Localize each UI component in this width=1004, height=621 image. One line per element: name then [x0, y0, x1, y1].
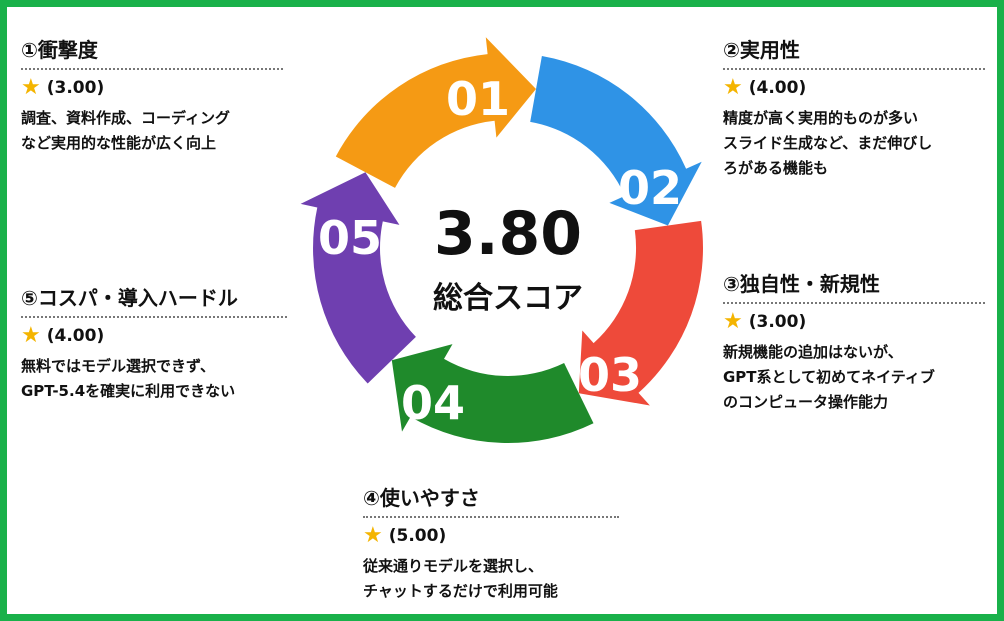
criterion-title: ②実用性 — [723, 37, 985, 70]
star-icon: ★ — [21, 323, 41, 348]
cycle-arrow-01 — [335, 37, 536, 188]
cycle-arrow-02 — [530, 56, 702, 226]
overall-score-label: 総合スコア — [433, 281, 583, 316]
cycle-number-02: 02 — [618, 161, 682, 215]
star-icon: ★ — [723, 75, 743, 100]
rating-value: (3.00) — [748, 312, 807, 332]
criterion-title: ③独自性・新規性 — [723, 271, 985, 304]
star-icon: ★ — [363, 523, 383, 548]
cycle-number-03: 03 — [578, 348, 642, 402]
criterion-practicality: ②実用性 ★ (4.00) 精度が高く実用的ものが多い スライド生成など、まだ伸… — [723, 37, 985, 181]
criterion-description: 調査、資料作成、コーディング など実用的な性能が広く向上 — [21, 109, 230, 152]
rating-value: (5.00) — [388, 526, 447, 546]
criterion-originality: ③独自性・新規性 ★ (3.00) 新規機能の追加はないが、 GPT系として初め… — [723, 271, 985, 415]
cycle-diagram: 01 02 03 04 05 — [300, 37, 703, 444]
cycle-number-01: 01 — [446, 72, 510, 126]
criterion-title: ①衝撃度 — [21, 37, 283, 70]
rating-value: (3.00) — [46, 78, 105, 98]
criterion-title: ④使いやすさ — [363, 485, 619, 518]
criterion-description: 無料ではモデル選択できず、 GPT-5.4を確実に利用できない — [21, 357, 236, 400]
criterion-cost-barrier: ⑤コスパ・導入ハードル ★ (4.00) 無料ではモデル選択できず、 GPT-5… — [21, 285, 287, 404]
criterion-title: ⑤コスパ・導入ハードル — [21, 285, 287, 318]
rating-value: (4.00) — [46, 326, 105, 346]
rating-value: (4.00) — [748, 78, 807, 98]
cycle-arrow-03 — [578, 220, 703, 406]
cycle-arrow-04 — [391, 344, 594, 444]
star-icon: ★ — [21, 75, 41, 100]
criterion-rating: ★ (3.00) — [21, 76, 283, 100]
criterion-rating: ★ (4.00) — [21, 324, 287, 348]
criterion-rating: ★ (3.00) — [723, 310, 985, 334]
cycle-arrow-05 — [300, 172, 416, 384]
cycle-number-05: 05 — [318, 211, 382, 265]
criterion-description: 従来通りモデルを選択し、 チャットするだけで利用可能 — [363, 557, 558, 600]
criterion-description: 精度が高く実用的ものが多い スライド生成など、まだ伸びし ろがある機能も — [723, 109, 933, 177]
criterion-rating: ★ (4.00) — [723, 76, 985, 100]
criterion-impact: ①衝撃度 ★ (3.00) 調査、資料作成、コーディング など実用的な性能が広く… — [21, 37, 283, 156]
criterion-description: 新規機能の追加はないが、 GPT系として初めてネイティブ のコンピュータ操作能力 — [723, 343, 935, 411]
overall-score: 3.80 — [433, 199, 583, 269]
criterion-usability: ④使いやすさ ★ (5.00) 従来通りモデルを選択し、 チャットするだけで利用… — [363, 485, 619, 604]
criterion-rating: ★ (5.00) — [363, 524, 619, 548]
cycle-number-04: 04 — [401, 376, 465, 430]
star-icon: ★ — [723, 309, 743, 334]
